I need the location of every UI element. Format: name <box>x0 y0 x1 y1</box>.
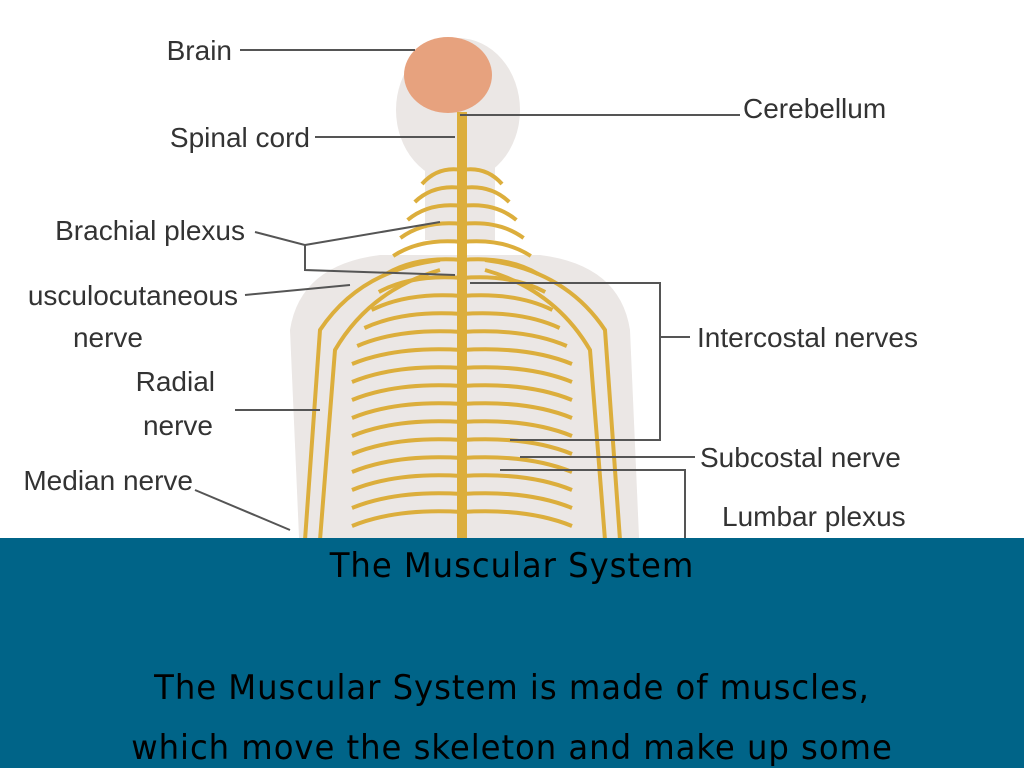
nerve-branch <box>461 383 573 402</box>
leader-lines <box>194 49 740 540</box>
arm-nerve <box>484 268 607 540</box>
label-spinal-cord: Spinal cord <box>170 122 310 153</box>
nerve-branch <box>461 347 573 366</box>
nerves <box>303 167 622 540</box>
label-musculocutaneous-nerve: nerve <box>73 322 143 353</box>
caption-text-line-1: The Muscular System is made of muscles, <box>154 668 870 708</box>
label-subcostal-nerve: Subcostal nerve <box>700 442 901 473</box>
nerve-branch <box>461 455 573 474</box>
caption-text-line-2: which move the skeleton and make up some <box>131 728 893 768</box>
nerve-branch <box>351 455 463 474</box>
nerve-branch <box>461 239 532 258</box>
nerve-branch <box>461 293 554 312</box>
nerve-branch <box>351 401 463 420</box>
caption-panel: The Muscular System The Muscular System … <box>0 538 1024 768</box>
nervous-system-diagram: Brain Spinal cord Brachial plexus usculo… <box>23 35 918 540</box>
arm-nerve <box>484 258 622 540</box>
nerve-branch <box>351 509 463 528</box>
nerve-branch <box>351 491 463 510</box>
arm-nerve <box>318 268 441 540</box>
nerve-branch <box>461 401 573 420</box>
nerve-branch <box>351 347 463 366</box>
nerve-branch <box>461 365 573 384</box>
nerve-branch <box>406 203 463 222</box>
arm-nerve <box>303 258 441 540</box>
nerve-branch <box>363 311 463 330</box>
label-lumbar-plexus: Lumbar plexus <box>722 501 906 532</box>
nerve-branch <box>356 329 463 348</box>
spinal-cord <box>457 112 467 540</box>
label-intercostal-nerves: Intercostal nerves <box>697 322 918 353</box>
nerve-branch <box>351 419 463 438</box>
label-radial-nerve: nerve <box>143 410 213 441</box>
nerve-branch <box>351 473 463 492</box>
label-brain: Brain <box>167 35 232 66</box>
label-brachial-plexus: Brachial plexus <box>55 215 245 246</box>
nerve-branch <box>461 473 573 492</box>
brain <box>404 37 492 113</box>
nerve-branch <box>461 329 568 348</box>
label-radial: Radial <box>136 366 215 397</box>
nerve-branch <box>461 221 525 240</box>
nerve-branch <box>351 437 463 456</box>
nerve-branch <box>399 221 463 240</box>
nerve-branch <box>461 509 573 528</box>
label-cerebellum: Cerebellum <box>743 93 886 124</box>
label-median-nerve: Median nerve <box>23 465 193 496</box>
label-musculocutaneous: usculocutaneous <box>28 280 238 311</box>
nerve-branch <box>351 365 463 384</box>
caption-title: The Muscular System <box>329 546 695 586</box>
nerve-branch <box>461 311 561 330</box>
nerve-branch <box>370 293 463 312</box>
nerve-branch <box>461 437 573 456</box>
nerve-branch <box>392 239 463 258</box>
nerve-branch <box>461 419 573 438</box>
nerve-branch <box>461 491 573 510</box>
nerve-branch <box>351 383 463 402</box>
nerve-branch <box>461 203 518 222</box>
